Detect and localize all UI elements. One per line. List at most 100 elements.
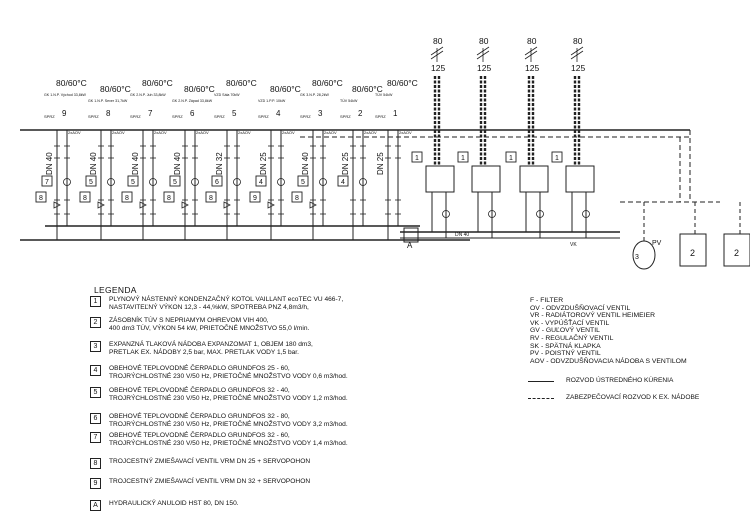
circuit-desc: GK 3.N.P. 28,2kW [300,93,330,97]
abbreviation: VR - RADIÁTOROVÝ VENTIL HEIMEIER [530,312,656,320]
chimney-top-label: 80 [527,36,537,46]
dashed-line-sample [528,398,554,399]
circuit-dn: DN 32 [215,152,224,175]
circuit-dn: DN 40 [89,152,98,175]
valve-box: 8 [291,191,303,203]
legend-id: A [90,500,101,511]
circuit-number: 6 [190,109,195,118]
sprz-label: SPRZ [172,114,183,119]
legend-text: PLYNOVÝ NÁSTENNÝ KONDENZAČNÝ KOTOL VAILL… [109,296,344,303]
legend-id: 4 [90,365,101,376]
solid-line-sample [528,381,554,382]
circuit-dn: DN 40 [45,152,54,175]
pump-number: 7 [45,179,49,186]
circuit-temp: 80/60°C [352,84,383,94]
pv-label: PV [652,240,662,247]
chimney-top-label: 80 [573,36,583,46]
aov-label: 2xAOV [364,130,377,135]
circuit-number: 9 [62,109,67,118]
valve-box: 8 [79,191,91,203]
circuit-dn: DN 40 [301,152,310,175]
legend-id: 9 [90,478,101,489]
circuit-8: 80/60°CGK 1.N.P. Sever 31,7kW8SPRZ2xAOVD… [79,84,131,240]
circuit-temp: 80/60°C [184,84,215,94]
aov-label: 2xAOV [112,130,125,135]
legend-text: TROJCESTNÝ ZMIEŠAVACÍ VENTIL VRM DN 32 +… [109,478,311,485]
boiler-number-box: 1 [505,151,517,163]
circuit-group: 80/60°CGK 1.N.P. Východ 33,8kW9SPRZ2xAOV… [35,78,418,240]
abbreviation: OV - ODVZDUŠŇOVACÍ VENTIL [530,304,631,312]
chimney-top-label: 80 [479,36,489,46]
chimney-top-label: 80 [433,36,443,46]
pump-box: 5 [169,175,181,187]
aov-label: 2xAOV [282,130,295,135]
circuit-desc: TÚV 54kW [340,98,358,103]
sprz-label: SPRZ [340,114,351,119]
legend-text: HYDRAULICKÝ ANULOID HST 80, DN 150. [109,500,239,507]
circuit-number: 5 [232,109,237,118]
circuit-temp: 80/60°C [142,78,173,88]
legend-text: TROJRÝCHLOSTNÉ 230 V/50 Hz, PRIETOČNÉ MN… [109,440,348,448]
circuit-desc: TÚV 54kW [375,92,393,97]
expansion-vessel-label: 3 [635,254,639,261]
pump-box: 6 [211,175,223,187]
boiler-number: 1 [415,155,419,162]
aov-label: 2xAOV [196,130,209,135]
circuit-number: 1 [393,109,398,118]
aov-label: 2xAOV [238,130,251,135]
legend-text: PRETLAK EX. NÁDOBY 2,5 bar, MAX. PRETLAK… [109,349,299,357]
pump-number: 5 [173,179,177,186]
boiler-number-box: 1 [411,151,423,163]
circuit-desc: GK 1.N.P. Sever 31,7kW [88,99,128,103]
tank-2-label-a: 2 [690,248,695,258]
aov-label: 2xAOV [399,130,412,135]
pump-box: 4 [255,175,267,187]
circuit-dn: DN 25 [376,152,385,175]
main-pipes [20,129,750,270]
legend-title: LEGENDA [94,285,137,295]
boiler-unit: 80 125 1 [505,36,549,238]
circuit-dn: DN 25 [259,152,268,175]
legend-item: 5 OBEHOVÉ TEPLOVODNÉ ČERPADLO GRUNDFOS 3… [90,387,348,404]
legend-item: 3 EXPANZNÁ TLAKOVÁ NÁDOBA EXPANZOMAT 1, … [90,341,313,358]
circuit-dn: DN 40 [173,152,182,175]
sprz-label: SPRZ [214,114,225,119]
pump-box: 5 [297,175,309,187]
aov-label: 2xAOV [68,130,81,135]
legend-item: A HYDRAULICKÝ ANULOID HST 80, DN 150. [90,500,239,511]
valve-box: 8 [205,191,217,203]
boiler-number: 1 [461,155,465,162]
legend-text: TROJRÝCHLOSTNÉ 230 V/50 Hz, PRIETOČNÉ MN… [109,421,348,429]
vk-label: VK [570,242,577,248]
circuit-number: 2 [358,109,363,118]
circuit-dn: DN 40 [131,152,140,175]
circuit-desc: GK 2.N.P. Západ 33,8kW [172,99,213,103]
pump-box: 5 [85,175,97,187]
abbreviation: VK - VYPÚŠŤACÍ VENTIL [530,319,610,327]
circuit-number: 8 [106,109,111,118]
legend-item: 7 OBEHOVÉ TEPLOVODNÉ ČERPADLO GRUNDFOS 3… [90,432,348,449]
legend-item: 9 TROJCESTNÝ ZMIEŠAVACÍ VENTIL VRM DN 32… [90,478,310,489]
circuit-temp: 80/60°C [387,78,418,88]
chimney-bottom-label: 125 [525,63,539,73]
valve-box: 8 [35,191,47,203]
legend-id: 5 [90,387,101,398]
valve-box: 8 [121,191,133,203]
tank-labels: 2 2 PV 3 A DN 40 VK [407,232,739,261]
legend-text: EXPANZNÁ TLAKOVÁ NÁDOBA EXPANZOMAT 1, OB… [109,341,313,348]
sprz-label: SPRZ [375,114,386,119]
boiler-number-box: 1 [551,151,563,163]
tank-2-label-b: 2 [734,248,739,258]
legend-id: 8 [90,458,101,469]
circuit-temp: 80/60°C [226,78,257,88]
valve-number: 8 [295,195,299,202]
circuit-temp: 80/60°C [100,84,131,94]
legend-text: OBEHOVÉ TEPLOVODNÉ ČERPADLO GRUNDFOS 32 … [109,413,290,420]
valve-number: 8 [83,195,87,202]
